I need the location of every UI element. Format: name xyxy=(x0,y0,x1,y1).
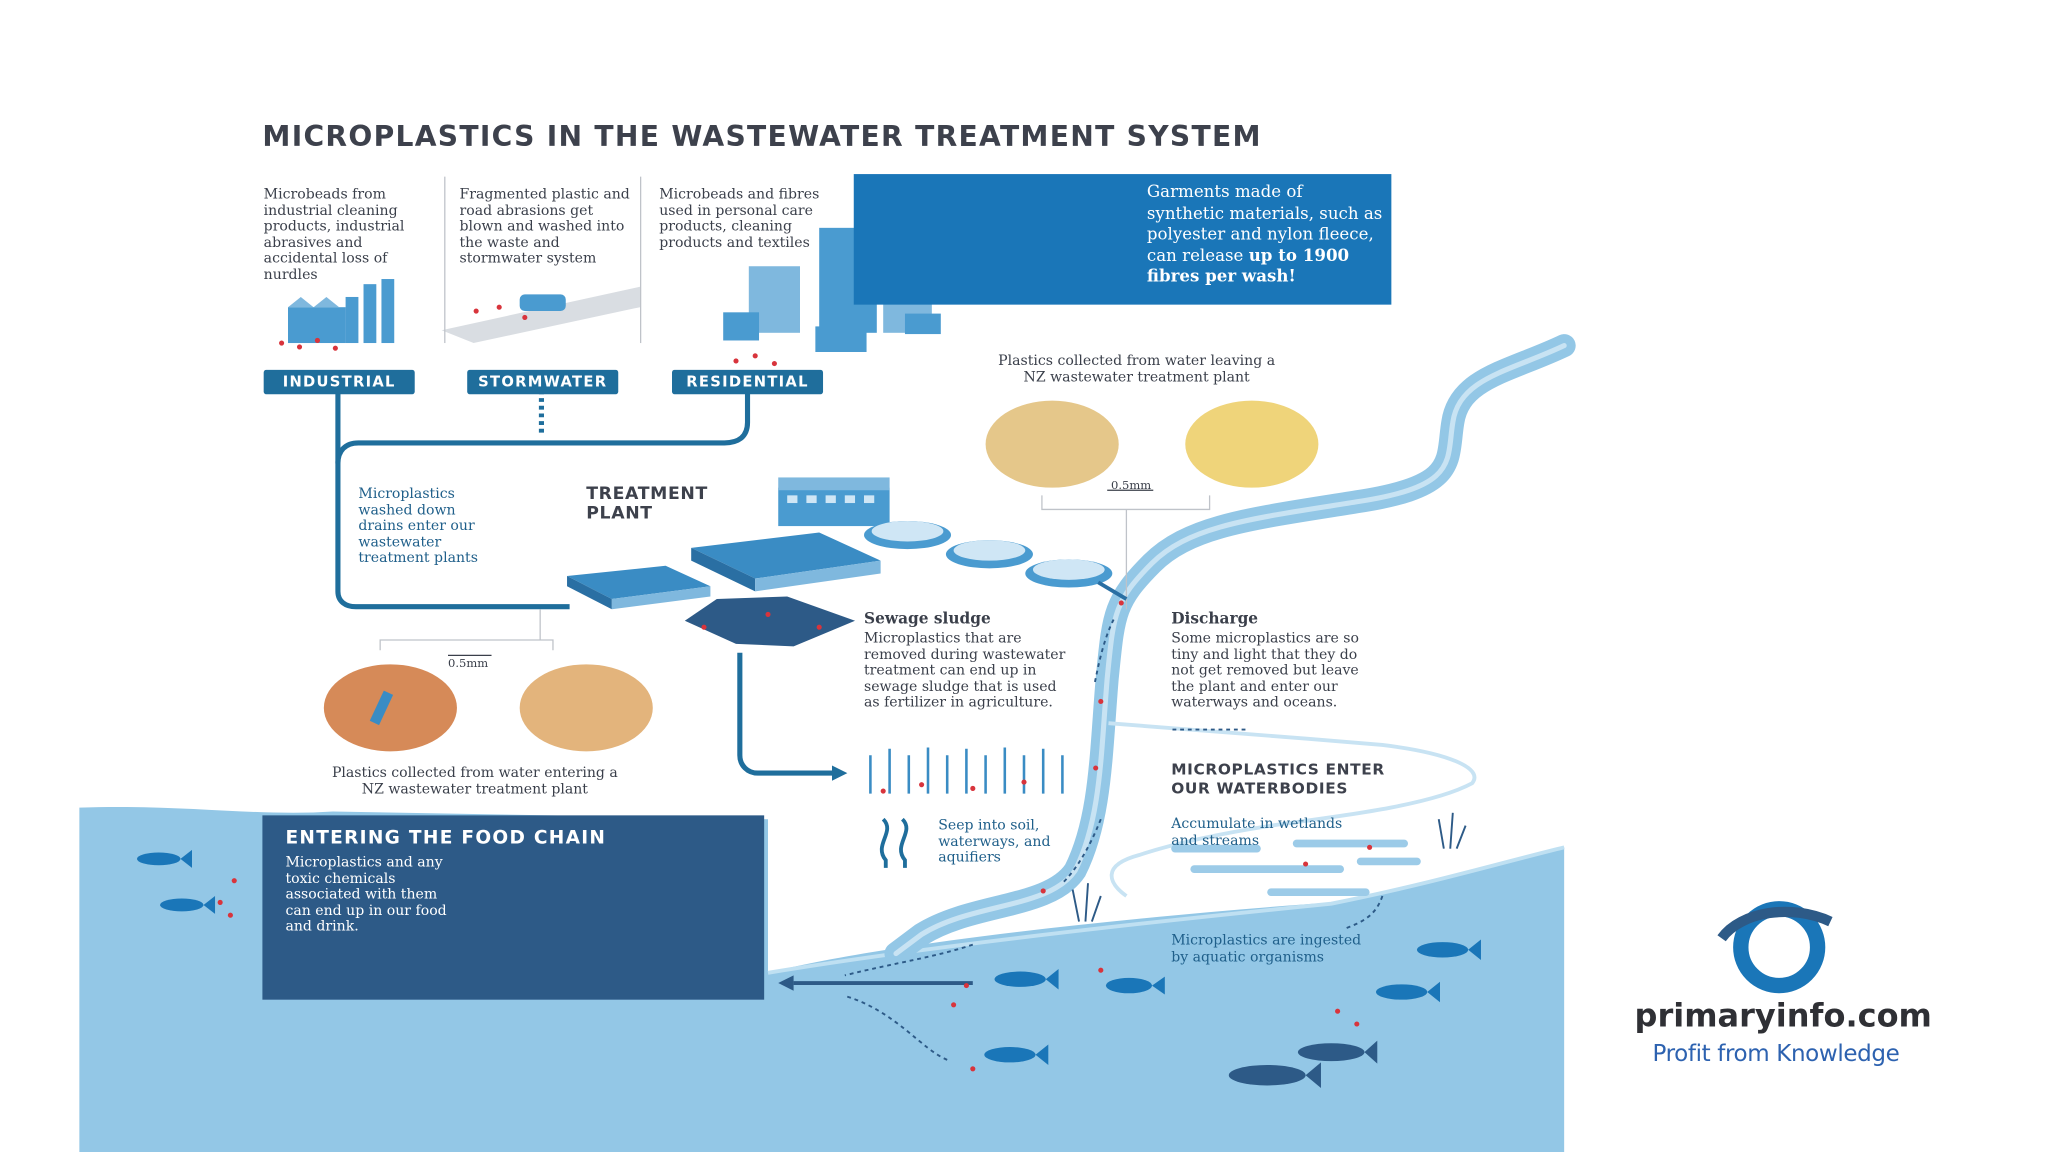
logo-tagline: Profit from Knowledge xyxy=(1652,1040,1900,1068)
discharge-title: Discharge xyxy=(1171,609,1259,628)
seep-arrows xyxy=(879,817,909,868)
source-divider xyxy=(640,176,642,344)
stormwater-description: Fragmented plastic and road abrasions ge… xyxy=(459,185,630,267)
garment-highlight: up to 1900 fibres per wash! xyxy=(1146,246,1350,287)
stormwater-road xyxy=(441,286,640,344)
reeds xyxy=(1071,812,1467,922)
accumulate-text: Accumulate in wetlands and streams xyxy=(1171,815,1343,848)
wetland-patches xyxy=(1171,839,1421,896)
residential-pipe xyxy=(335,390,751,464)
food-chain-box xyxy=(262,815,765,1000)
logo-gear-icon xyxy=(1717,901,1833,994)
sludge-text: Microplastics that are removed during wa… xyxy=(864,629,1066,711)
logo-name: primaryinfo.com xyxy=(1634,997,1932,1035)
garment-text-main: Garments made of synthetic materials, su… xyxy=(1146,183,1383,266)
microplastic-dots xyxy=(217,304,1373,1072)
scale-top: 0.5mm xyxy=(1111,480,1152,493)
scale-bottom: 0.5mm xyxy=(448,657,489,671)
fish-group xyxy=(136,849,1481,1088)
industrial-pipe xyxy=(335,390,570,610)
food-chain-text: Microplastics and any toxic chemicals as… xyxy=(285,853,447,935)
entering-plant-caption: Plastics collected from water entering a… xyxy=(331,764,618,797)
waterbodies-title: MICROPLASTICS ENTER OUR WATERBODIES xyxy=(1171,760,1385,798)
garment-text: Garments made of synthetic materials, su… xyxy=(1147,183,1384,289)
microscope-photos xyxy=(323,400,1319,752)
sludge-arrow xyxy=(832,765,848,781)
food-chain-title: ENTERING THE FOOD CHAIN xyxy=(285,828,607,849)
stream xyxy=(1108,721,1477,898)
treatment-plant-graphic xyxy=(567,477,1128,610)
drains-note: Microplastics washed down drains enter o… xyxy=(358,485,478,566)
sludge-title: Sewage sludge xyxy=(864,609,991,628)
ingested-text: Microplastics are ingested by aquatic or… xyxy=(1171,931,1362,965)
garment-callout xyxy=(853,174,1392,305)
diagram-title: MICROPLASTICS IN THE WASTEWATER TREATMEN… xyxy=(262,121,1262,154)
source-divider xyxy=(444,176,446,344)
industrial-graphic xyxy=(288,279,395,344)
seep-text: Seep into soil, waterways, and aquifiers xyxy=(938,816,1051,866)
industrial-label: INDUSTRIAL xyxy=(263,369,415,395)
sludge-pipe xyxy=(737,652,832,776)
industrial-description: Microbeads from industrial cleaning prod… xyxy=(263,185,405,283)
river-outline xyxy=(893,343,1567,957)
discharge-text: Some microplastics are so tiny and light… xyxy=(1171,629,1359,711)
treatment-plant-label: TREATMENT PLANT xyxy=(586,483,708,524)
car xyxy=(519,294,566,312)
residential-label: RESIDENTIAL xyxy=(672,369,824,395)
leaving-plant-caption: Plastics collected from water leaving a … xyxy=(998,352,1276,385)
crops-graphic xyxy=(869,747,1064,794)
stormwater-label: STORMWATER xyxy=(467,369,619,395)
sludge-pile xyxy=(684,596,856,647)
residential-description: Microbeads and fibres used in personal c… xyxy=(659,185,820,251)
